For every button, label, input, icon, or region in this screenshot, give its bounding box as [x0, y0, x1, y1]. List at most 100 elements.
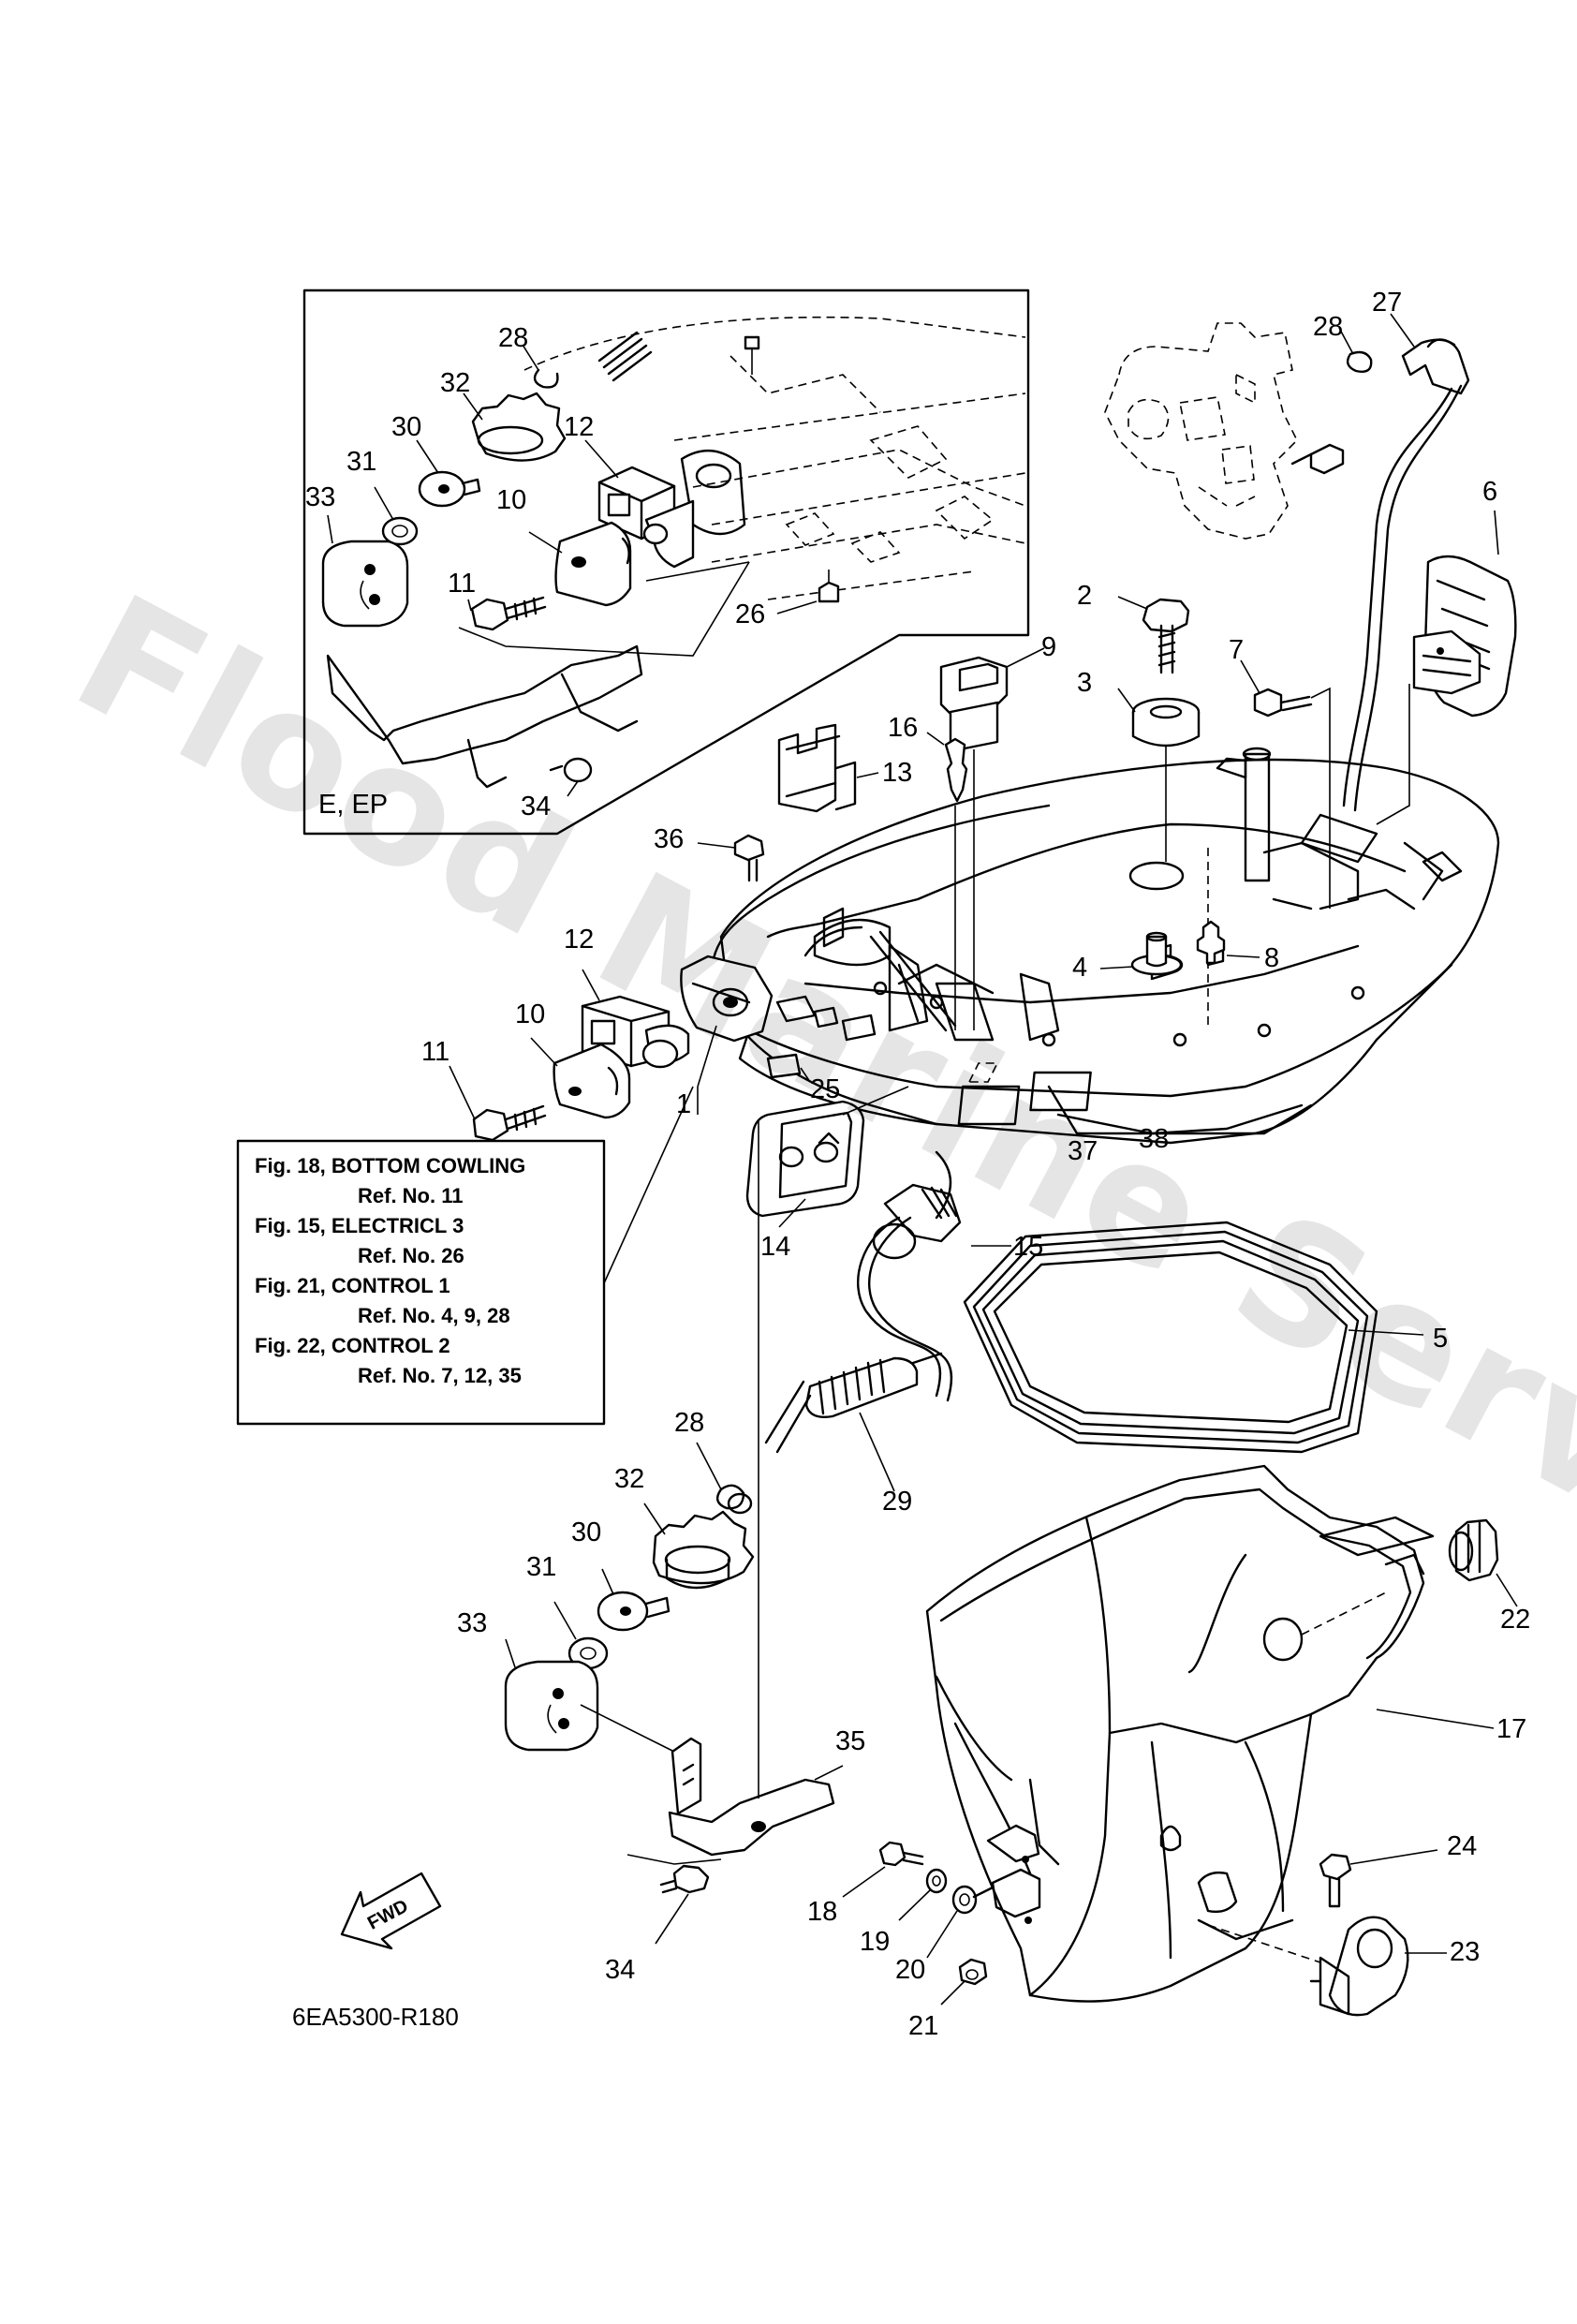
- callout: 11: [448, 569, 476, 599]
- fitting-8: [1196, 920, 1260, 965]
- screw-18: [842, 1841, 924, 1898]
- grommet-22: [1448, 1518, 1518, 1607]
- callout: 34: [521, 792, 551, 822]
- callout: 30: [391, 412, 421, 442]
- bottom-cowling: [710, 747, 1500, 1145]
- bolt-11: [449, 1065, 547, 1142]
- callout: 1: [676, 1089, 691, 1119]
- callout: 22: [1500, 1605, 1530, 1635]
- callout: 19: [860, 1927, 890, 1957]
- pin-24: [1319, 1849, 1438, 1908]
- callout: 10: [515, 999, 545, 1029]
- reference-box: Fig. 18, BOTTOM COWLING Ref. No. 11 Fig.…: [236, 1086, 694, 1426]
- drawing-code: 6EA5300-R180: [292, 2003, 459, 2031]
- carburetor-assembly: [1104, 322, 1345, 540]
- switch-14: [745, 1086, 909, 1228]
- fwd-arrow: [340, 1872, 442, 1950]
- callout: 38: [1139, 1124, 1169, 1154]
- callout: 21: [908, 2011, 938, 2041]
- callout: 28: [498, 323, 528, 353]
- callout: 2: [1077, 581, 1092, 611]
- clip-bracket-lower: [972, 1824, 1041, 1924]
- callout: 3: [1077, 668, 1092, 698]
- gasket-5: [963, 1221, 1424, 1454]
- callout: 36: [654, 824, 684, 854]
- callout: 24: [1447, 1831, 1477, 1861]
- plug-30: [597, 1568, 671, 1632]
- callout: 28: [1313, 312, 1343, 342]
- callout: 5: [1433, 1324, 1448, 1354]
- bracket-35: [626, 1119, 844, 1865]
- ref-line-1: Fig. 18, BOTTOM COWLING: [255, 1154, 525, 1177]
- callout: 15: [1013, 1232, 1043, 1262]
- clip-28: [696, 1442, 753, 1515]
- callout: 25: [810, 1074, 840, 1104]
- ref-line-2: Ref. No. 11: [358, 1184, 463, 1207]
- post-4: [1099, 931, 1183, 976]
- callout: 16: [888, 713, 918, 743]
- inset-box: [302, 289, 1030, 836]
- callout: 31: [526, 1552, 556, 1582]
- ref-line-5: Fig. 21, CONTROL 1: [255, 1274, 450, 1297]
- knob-32: [643, 1502, 755, 1590]
- screw-34: [655, 1864, 710, 1945]
- callout: 34: [605, 1955, 635, 1985]
- callout: 8: [1264, 943, 1279, 973]
- grommet-13: [777, 723, 879, 813]
- nut-21: [940, 1958, 988, 2006]
- hose-27: [1342, 313, 1470, 812]
- callout: 37: [1068, 1136, 1098, 1166]
- ref-line-8: Ref. No. 7, 12, 35: [358, 1364, 522, 1387]
- main-callouts: 27 28 6 2 9 7 3 16 13 36 12 8 4 10 11 25…: [421, 288, 1530, 2041]
- callout: 20: [895, 1955, 925, 1985]
- callout: 17: [1496, 1714, 1526, 1744]
- callout: 6: [1482, 477, 1497, 507]
- grommet-3: [1117, 688, 1201, 862]
- callout: 7: [1229, 635, 1244, 665]
- bolt-2: [1117, 596, 1190, 674]
- callout: 29: [882, 1487, 912, 1517]
- callout: 30: [571, 1517, 601, 1547]
- fitting-16: [926, 732, 968, 1030]
- clamp-23: [1207, 1916, 1447, 2017]
- callout: 13: [882, 758, 912, 788]
- latch-cover-6: [1376, 510, 1517, 825]
- screw-7: [1240, 659, 1331, 909]
- washer-20: [926, 1885, 978, 1959]
- callout: 12: [564, 412, 594, 442]
- screw-36: [697, 834, 765, 882]
- callout: 28: [674, 1408, 704, 1438]
- callout: 33: [305, 482, 335, 512]
- ref-line-7: Fig. 22, CONTROL 2: [255, 1334, 450, 1357]
- washer-19: [898, 1868, 948, 1921]
- callout: 27: [1372, 288, 1402, 318]
- callout: 9: [1041, 632, 1056, 662]
- inset-variant-label: E, EP: [318, 790, 388, 820]
- label-25: [766, 1053, 811, 1083]
- callout: 31: [346, 447, 376, 477]
- grommet-9: [939, 647, 1045, 1030]
- lower-cowling-17: [925, 1464, 1495, 2003]
- plate-10: [530, 1037, 631, 1119]
- callout: 23: [1450, 1937, 1480, 1967]
- callout: 32: [614, 1464, 644, 1494]
- callout: 11: [421, 1037, 450, 1067]
- ref-line-4: Ref. No. 26: [358, 1244, 464, 1267]
- callout: 18: [807, 1897, 837, 1927]
- ref-line-3: Fig. 15, ELECTRICL 3: [255, 1214, 464, 1237]
- inset-callouts: 28 32 30 12 31 33 10 11 26 34: [305, 323, 765, 822]
- grommet-33: [504, 1638, 675, 1753]
- callout: 32: [440, 368, 470, 398]
- callout: 26: [735, 600, 765, 629]
- ref-line-6: Ref. No. 4, 9, 28: [358, 1304, 510, 1327]
- clip-28-upper: [1338, 327, 1373, 373]
- callout: 35: [835, 1726, 865, 1756]
- callout: 33: [457, 1608, 487, 1638]
- callout: 12: [564, 925, 594, 955]
- callout: 14: [760, 1232, 790, 1262]
- callout: 4: [1072, 953, 1087, 983]
- cable-15-29: [764, 1150, 1011, 1492]
- callout: 10: [496, 485, 526, 515]
- latch-1: [680, 955, 774, 1115]
